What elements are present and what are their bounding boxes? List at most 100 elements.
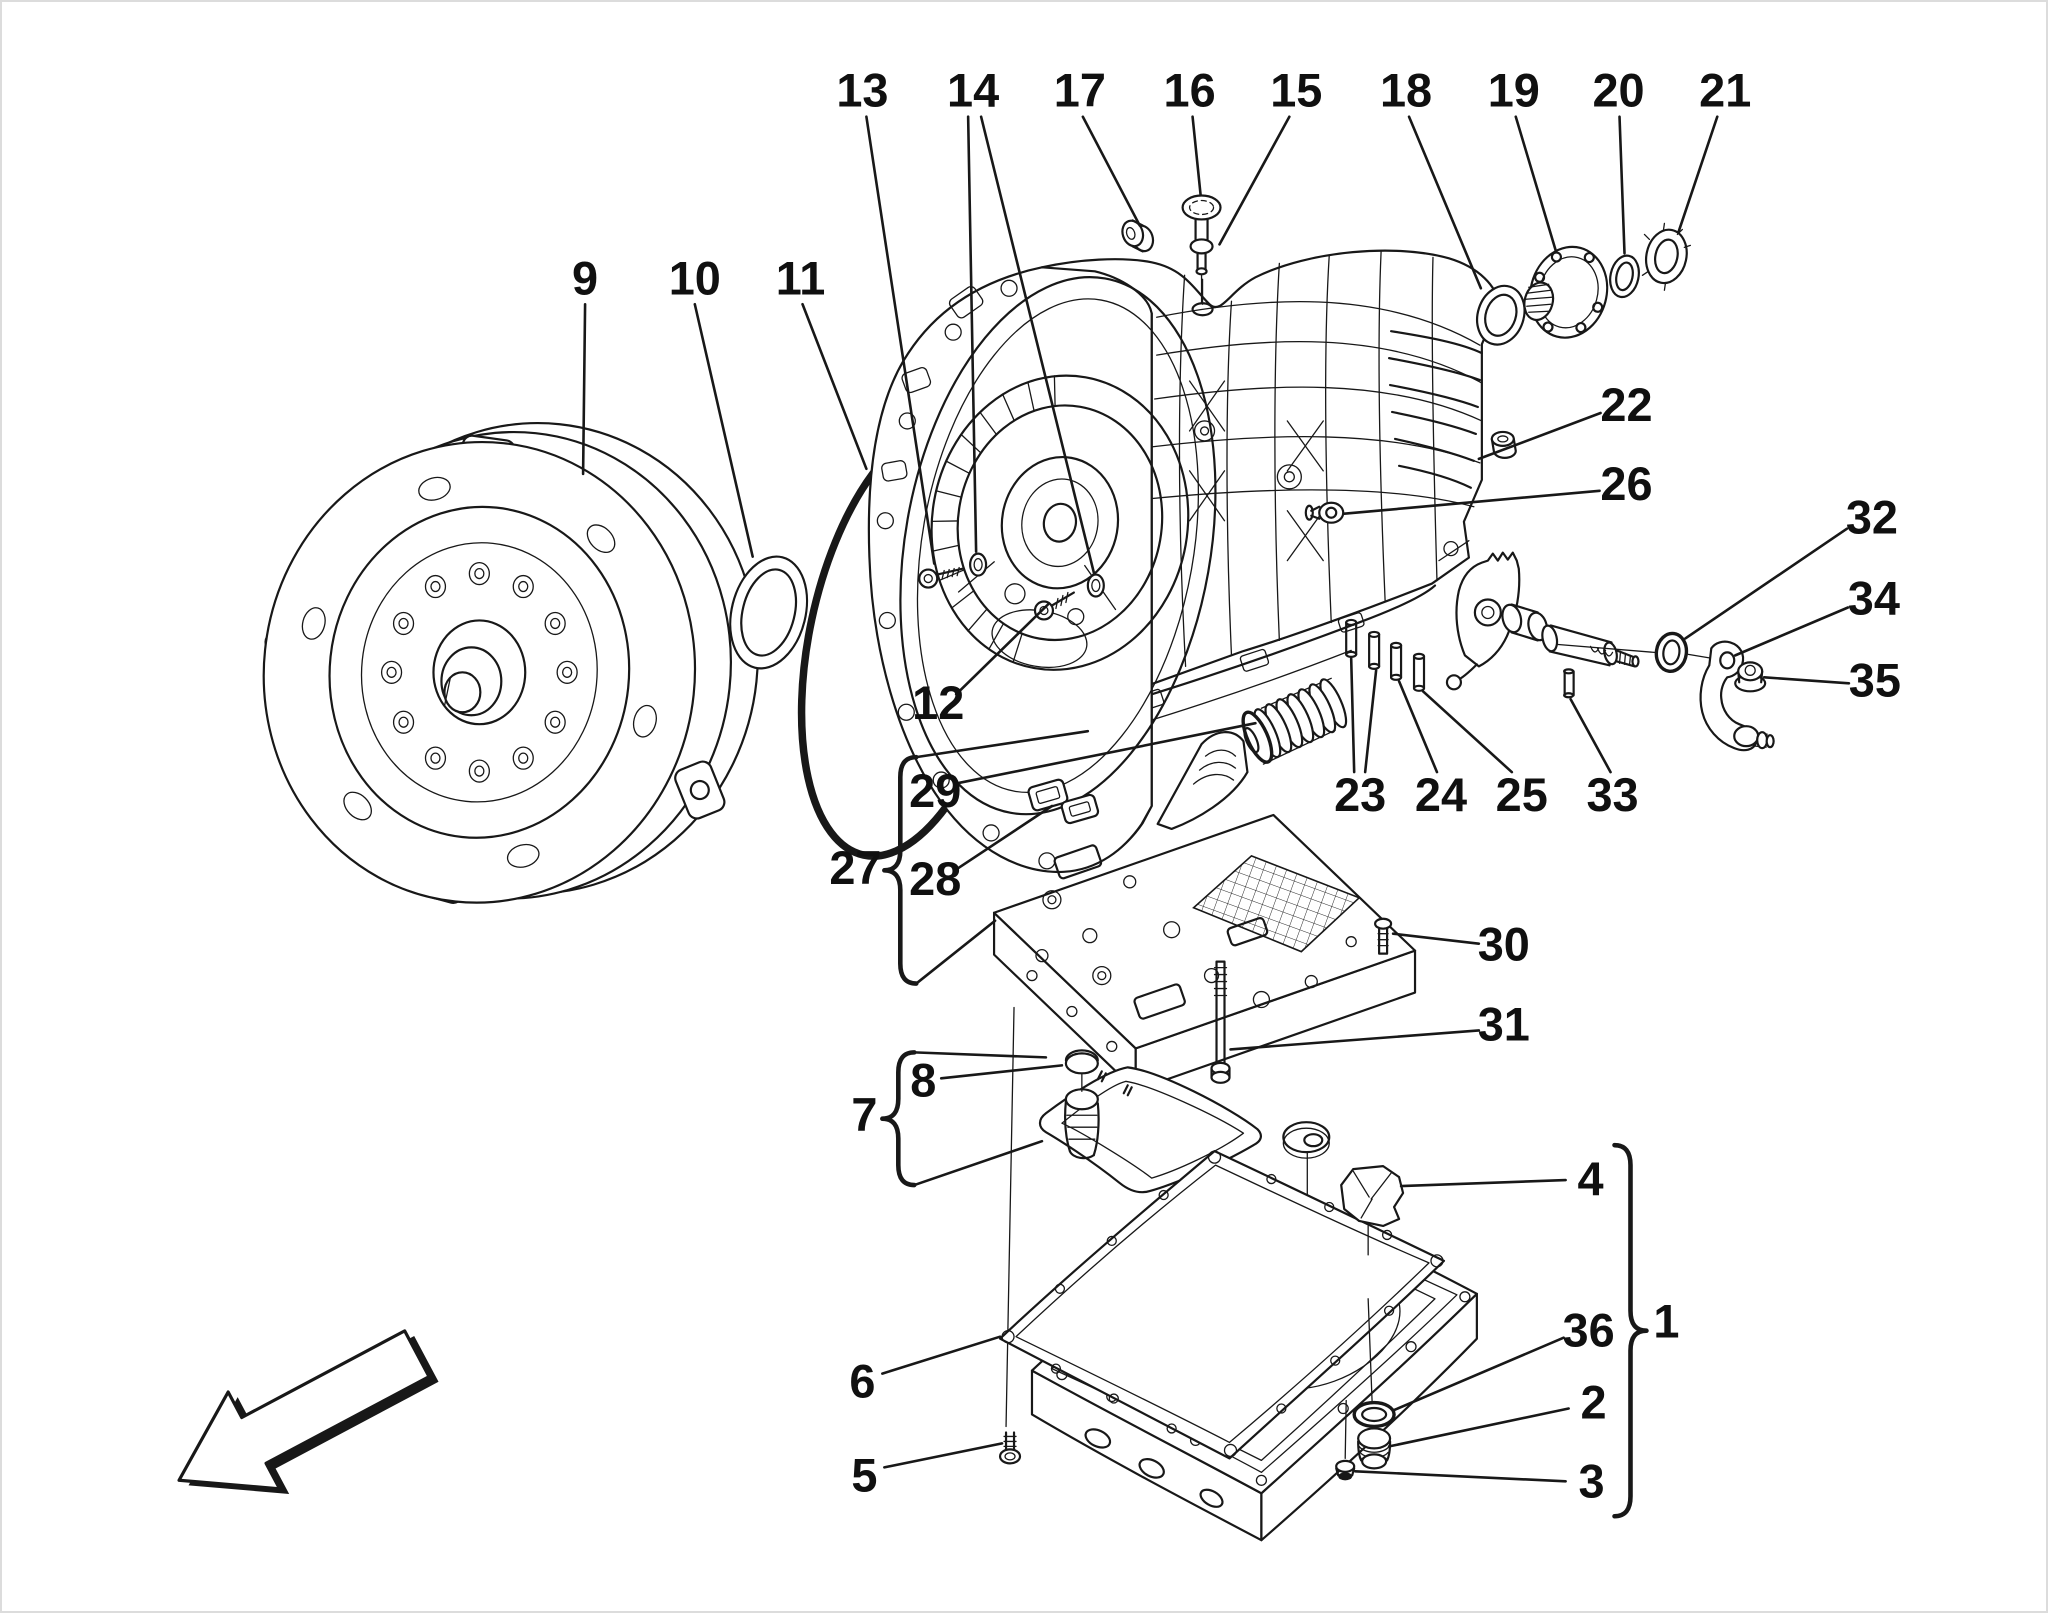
callout-24: 24 [1397, 680, 1467, 821]
leader-line [939, 1064, 1064, 1080]
part-number-label: 24 [1415, 769, 1467, 821]
leader-line [881, 1335, 1002, 1375]
callout-2: 2 [1387, 1376, 1607, 1448]
callout-36: 36 [1391, 1305, 1615, 1412]
part-number-label: 20 [1592, 65, 1644, 117]
leader-line [1191, 115, 1202, 196]
callout-16: 16 [1164, 65, 1216, 196]
callout-4: 4 [1399, 1153, 1604, 1205]
leader-line [1353, 1470, 1567, 1483]
callout-22: 22 [1477, 379, 1653, 461]
leader-line [1391, 932, 1481, 945]
breather-valve-drawing [1181, 194, 1222, 304]
filler-plug-drawing [1121, 219, 1155, 253]
callout-12: 12 [912, 603, 1050, 729]
part-number-label: 29 [909, 765, 961, 817]
leader-line [1618, 115, 1626, 255]
leader-line [693, 302, 754, 558]
leader-line [1684, 527, 1849, 640]
callout-31: 31 [1229, 998, 1530, 1051]
drain-cap-drawing [1335, 1459, 1356, 1481]
callout-27: 27 [829, 842, 881, 894]
part-number-label: 36 [1563, 1305, 1615, 1357]
connector-block-drawing [1027, 778, 1100, 825]
part-number-label: 14 [947, 65, 999, 117]
bell-housing-flange-drawing [867, 266, 1217, 873]
callout-15: 15 [1218, 65, 1322, 246]
callout-32: 32 [1684, 492, 1898, 640]
dowel-pins-drawing [1345, 618, 1426, 692]
leader-line [1387, 1407, 1570, 1448]
part-number-label: 8 [910, 1054, 936, 1106]
leader-line [1397, 680, 1439, 774]
part-number-label: 3 [1579, 1455, 1605, 1507]
callout-20: 20 [1592, 65, 1645, 255]
part-number-label: 23 [1334, 769, 1386, 821]
leader-line [914, 729, 1090, 759]
pan-gasket-drawing [998, 1150, 1446, 1460]
leader-line [1514, 115, 1557, 252]
callout-19: 19 [1488, 65, 1557, 252]
callout-7: 7 [851, 1089, 877, 1141]
part-number-label: 27 [829, 842, 881, 894]
leader-line [1081, 115, 1142, 227]
callout-1: 1 [1653, 1296, 1679, 1348]
pan-bolt-drawing [998, 1431, 1022, 1465]
pan-vent-drawing [1340, 1165, 1405, 1256]
output-flange-drawing [1523, 245, 1609, 339]
part-number-label: 34 [1848, 572, 1900, 624]
leader-line [581, 302, 587, 476]
callout-29: 29 [909, 721, 1257, 817]
accumulator-spring-drawing [1156, 731, 1249, 831]
lock-nut-drawing [1641, 222, 1691, 291]
part-number-label: 26 [1600, 458, 1652, 510]
callout-35: 35 [1762, 654, 1901, 706]
callout-3: 3 [1353, 1455, 1605, 1507]
leader-line [1218, 115, 1291, 246]
callout-11: 11 [776, 252, 868, 471]
leader-line [1421, 689, 1514, 774]
part-number-label: 16 [1164, 65, 1216, 117]
group-brace-7 [880, 1050, 917, 1188]
leader-line [1229, 1029, 1481, 1051]
callout-21: 21 [1677, 65, 1751, 234]
callout-25: 25 [1421, 689, 1548, 821]
direction-arrow-icon [177, 1329, 439, 1494]
part-number-label: 9 [572, 252, 598, 304]
part-number-label: 15 [1270, 65, 1322, 117]
part-number-label: 18 [1380, 65, 1432, 117]
selector-mechanism-drawing [1445, 551, 1775, 752]
callout-30: 30 [1391, 919, 1530, 971]
leader-line [801, 302, 868, 471]
part-number-label: 5 [851, 1449, 877, 1501]
callout-17: 17 [1054, 65, 1142, 227]
part-number-label: 21 [1699, 65, 1751, 117]
leader-line [952, 804, 1054, 873]
torque-converter-drawing [262, 421, 759, 906]
valve-body-bolt-31-drawing [1210, 960, 1231, 1084]
leader-line [912, 1139, 1044, 1187]
part-number-label: 33 [1586, 769, 1638, 821]
callout-34: 34 [1733, 572, 1900, 657]
leader-line [1477, 411, 1602, 461]
leader-line [979, 115, 1096, 574]
part-number-label: 35 [1849, 654, 1901, 706]
filter-cap-drawing [1064, 1049, 1099, 1075]
output-boot-drawing [1241, 677, 1348, 765]
callout-18: 18 [1380, 65, 1483, 290]
flange-screws-washers-drawing [918, 552, 1105, 621]
part-number-label: 4 [1578, 1153, 1604, 1205]
callout-23: 23 [1334, 657, 1386, 821]
leader-line [865, 115, 936, 565]
part-number-label: 30 [1478, 919, 1530, 971]
part-number-label: 19 [1488, 65, 1540, 117]
callout-13: 13 [836, 65, 936, 565]
valve-body-drawing [992, 778, 1417, 1428]
leader-line [1349, 657, 1356, 774]
part-number-label: 11 [776, 252, 826, 304]
leader-line [966, 115, 978, 553]
drain-plug-drawing [1357, 1427, 1392, 1470]
part-number-label: 13 [836, 65, 888, 117]
